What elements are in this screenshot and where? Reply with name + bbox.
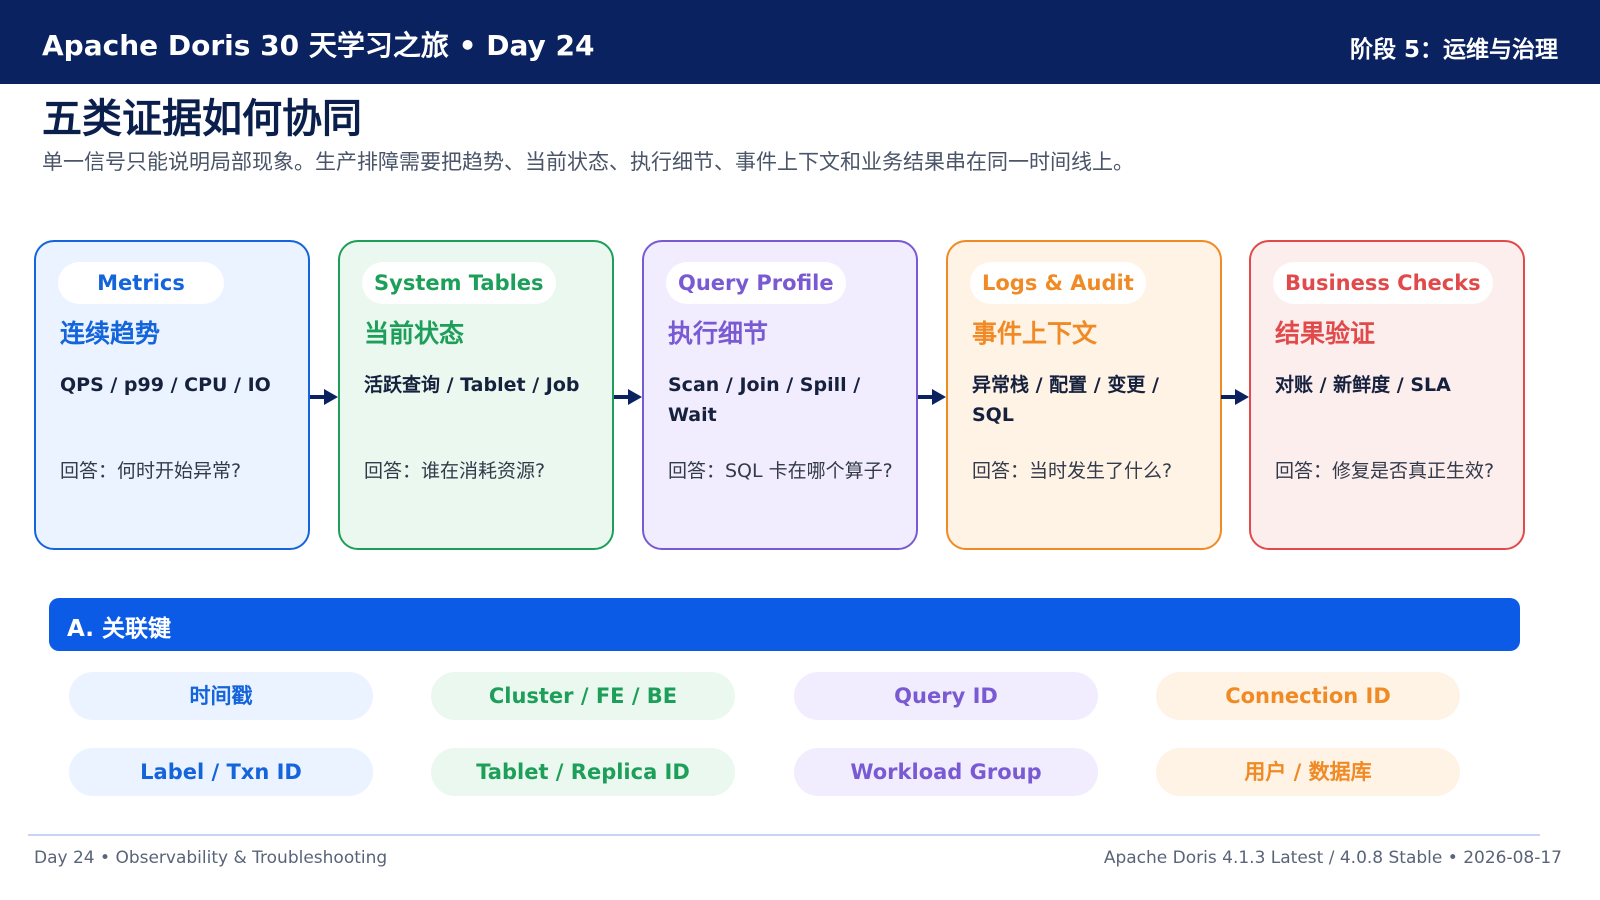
card-answer: 回答：谁在消耗资源? (364, 460, 546, 482)
arrow-right-icon (310, 389, 338, 405)
page-subtitle: 单一信号只能说明局部现象。生产排障需要把趋势、当前状态、执行细节、事件上下文和业… (42, 150, 1134, 174)
card-signals: 活跃查询 / Tablet / Job (364, 374, 580, 396)
correlation-key-pill: Cluster / FE / BE (431, 672, 735, 720)
arrow-right-icon (614, 389, 642, 405)
card-signals: 异常栈 / 配置 / 变更 / SQL (972, 374, 1159, 426)
card-tag: System Tables (362, 262, 556, 304)
correlation-key-pill: Workload Group (794, 748, 1098, 796)
footer-left-text: Day 24 • Observability & Troubleshooting (34, 848, 388, 868)
card-signals: Scan / Join / Spill / Wait (668, 374, 861, 426)
footer-divider (28, 834, 1540, 836)
card-answer: 回答：修复是否真正生效? (1275, 460, 1495, 482)
card-tag: Logs & Audit (970, 262, 1146, 304)
correlation-keys-band: A. 关联键 (49, 598, 1520, 651)
correlation-key-pill: Query ID (794, 672, 1098, 720)
card-heading: 执行细节 (668, 319, 769, 348)
arrow-right-icon (1221, 389, 1249, 405)
card-signals: 对账 / 新鲜度 / SLA (1275, 374, 1451, 396)
footer-right-text: Apache Doris 4.1.3 Latest / 4.0.8 Stable… (1103, 848, 1562, 868)
arrow-right-icon (918, 389, 946, 405)
correlation-key-pill: 时间戳 (69, 672, 373, 720)
top-header-bar: Apache Doris 30 天学习之旅 • Day 24 阶段 5：运维与治… (0, 0, 1600, 84)
card-heading: 事件上下文 (972, 319, 1098, 348)
correlation-keys-label: A. 关联键 (67, 616, 171, 642)
evidence-card-system-tables: System Tables 当前状态 活跃查询 / Tablet / Job 回… (338, 240, 614, 550)
card-answer: 回答：何时开始异常? (60, 460, 242, 482)
correlation-key-pill: 用户 / 数据库 (1156, 748, 1460, 796)
deck-title: Apache Doris 30 天学习之旅 • Day 24 (42, 29, 595, 62)
evidence-card-query-profile: Query Profile 执行细节 Scan / Join / Spill /… (642, 240, 918, 550)
evidence-card-metrics: Metrics 连续趋势 QPS / p99 / CPU / IO 回答：何时开… (34, 240, 310, 550)
card-heading: 连续趋势 (60, 319, 161, 348)
card-answer: 回答：SQL 卡在哪个算子? (668, 460, 893, 482)
correlation-key-pill: Connection ID (1156, 672, 1460, 720)
correlation-key-pill: Tablet / Replica ID (431, 748, 735, 796)
card-heading: 当前状态 (364, 319, 465, 348)
correlation-key-pill: Label / Txn ID (69, 748, 373, 796)
card-answer: 回答：当时发生了什么? (972, 460, 1173, 482)
page-title: 五类证据如何协同 (42, 96, 362, 142)
evidence-card-logs-audit: Logs & Audit 事件上下文 异常栈 / 配置 / 变更 / SQL 回… (946, 240, 1222, 550)
evidence-card-business-checks: Business Checks 结果验证 对账 / 新鲜度 / SLA 回答：修… (1249, 240, 1525, 550)
card-tag: Query Profile (666, 262, 846, 304)
card-tag: Business Checks (1273, 262, 1493, 304)
card-signals: QPS / p99 / CPU / IO (60, 374, 271, 396)
card-heading: 结果验证 (1275, 319, 1376, 348)
stage-label: 阶段 5：运维与治理 (1349, 37, 1558, 63)
card-tag: Metrics (58, 262, 224, 304)
